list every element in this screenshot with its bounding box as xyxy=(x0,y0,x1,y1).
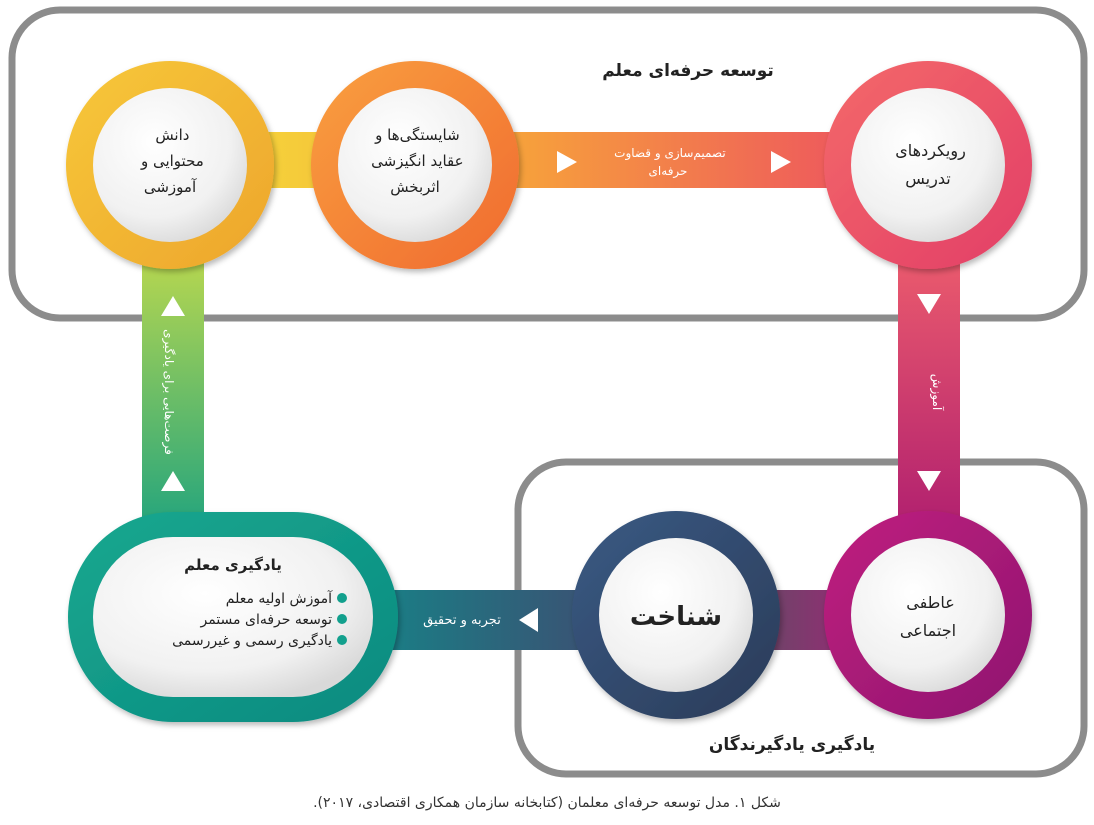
teacher-learning-item: آموزش اولیه معلم xyxy=(226,590,333,607)
connector-experience-research xyxy=(378,590,598,650)
arrow-up-icon xyxy=(161,471,185,491)
teacher-learning-item: توسعه حرفه‌ای مستمر xyxy=(200,612,333,628)
region-label-student-learning: یادگیری یادگیرندگان xyxy=(709,734,875,755)
teacher-learning-title: یادگیری معلم xyxy=(184,556,282,574)
bullet-icon xyxy=(337,593,347,603)
node-cognition xyxy=(572,511,780,719)
socio-emotional-line: عاطفی xyxy=(906,593,955,612)
competencies-line: اثربخش xyxy=(390,178,440,196)
competencies-label: شایستگی‌ها و عقاید انگیزشی اثربخش xyxy=(366,126,463,196)
learning-opportunities-label: فرصت‌هایی برای یادگیری xyxy=(161,329,176,455)
arrow-right-icon xyxy=(771,151,791,173)
content-knowledge-line: محتوایی و xyxy=(140,152,204,170)
figure-caption: شکل ۱. مدل توسعه حرفه‌ای معلمان (کتابخان… xyxy=(313,795,781,811)
node-content-knowledge xyxy=(66,61,274,269)
node-socio-emotional xyxy=(824,511,1032,719)
content-knowledge-label: دانش محتوایی و آموزشی xyxy=(136,126,204,196)
teaching-approaches-line: رویکردهای xyxy=(895,141,966,161)
bullet-icon xyxy=(337,614,347,624)
experience-research-label: تجربه و تحقیق xyxy=(423,613,501,628)
region-frame-teacher-development xyxy=(8,6,1088,322)
bullet-icon xyxy=(337,635,347,645)
arrow-down-icon xyxy=(917,294,941,314)
connector-decision-making xyxy=(505,132,840,188)
competencies-line: شایستگی‌ها و xyxy=(374,126,460,144)
competencies-line: عقاید انگیزشی xyxy=(371,152,463,170)
region-label-teacher-development: توسعه حرفه‌ای معلم xyxy=(602,61,774,81)
content-knowledge-line: آموزشی xyxy=(144,178,197,196)
arrow-left-icon xyxy=(519,608,538,632)
socio-emotional-line: اجتماعی xyxy=(900,621,956,640)
teaching-approaches-line: تدریس xyxy=(905,169,950,189)
socio-emotional-label: عاطفی اجتماعی xyxy=(900,593,956,640)
node-teaching-approaches xyxy=(824,61,1032,269)
decision-making-line: حرفه‌ای xyxy=(649,164,688,179)
decision-making-line: تصمیم‌سازی و قضاوت xyxy=(614,146,726,161)
teaching-approaches-label: رویکردهای تدریس xyxy=(890,141,966,189)
content-knowledge-line: دانش xyxy=(155,126,189,144)
arrow-right-icon xyxy=(557,151,577,173)
decision-making-label: تصمیم‌سازی و قضاوت حرفه‌ای xyxy=(610,146,725,179)
node-competencies xyxy=(311,61,519,269)
node-teacher-learning xyxy=(68,512,398,722)
arrow-up-icon xyxy=(161,296,185,316)
cognition-label: شناخت xyxy=(630,602,722,632)
teaching-connector-label: آموزش xyxy=(929,374,945,411)
teacher-learning-item: یادگیری رسمی و غیررسمی xyxy=(172,632,332,649)
arrow-down-icon xyxy=(917,471,941,491)
